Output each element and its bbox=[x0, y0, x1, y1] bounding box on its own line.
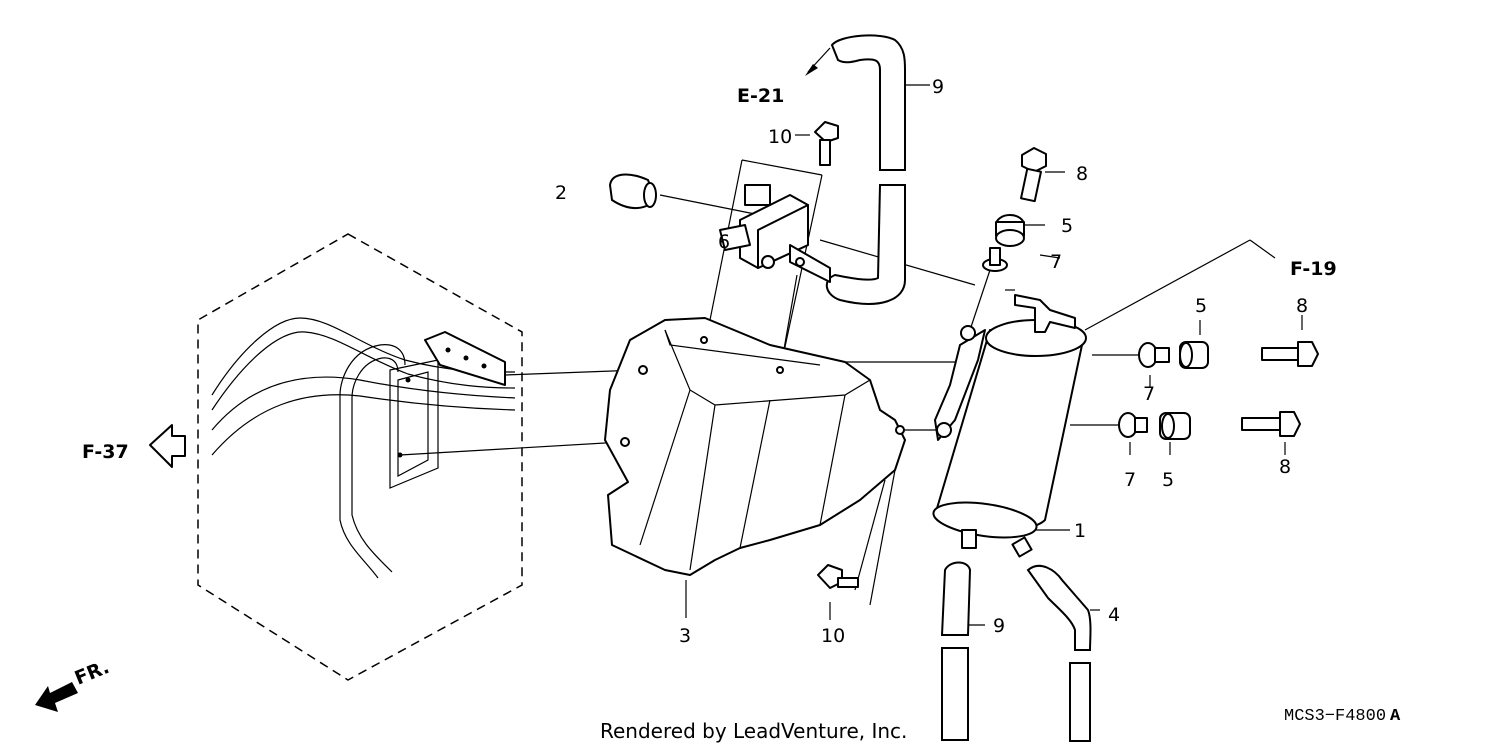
grommet-part-5-right-lower bbox=[1159, 412, 1191, 440]
callout-5-right-upper: 5 bbox=[1195, 295, 1207, 317]
callout-4: 4 bbox=[1108, 604, 1120, 626]
callout-3: 3 bbox=[679, 625, 691, 647]
callout-8-upper: 8 bbox=[1076, 163, 1088, 185]
bolt-part-10-lower bbox=[817, 564, 859, 589]
callout-1: 1 bbox=[1074, 520, 1086, 542]
front-direction-arrow-icon bbox=[35, 682, 78, 712]
callout-9-upper: 9 bbox=[932, 76, 944, 98]
collar-part-7-right-upper bbox=[1138, 342, 1170, 368]
ref-f19: F-19 bbox=[1290, 258, 1337, 280]
hose-lower-part-9 bbox=[940, 561, 972, 741]
hose-upper-part-9 bbox=[825, 34, 906, 305]
callout-9-lower: 9 bbox=[993, 615, 1005, 637]
collar-part-7-right-lower bbox=[1118, 412, 1148, 438]
hollow-arrow-icon bbox=[149, 424, 186, 468]
cover-part-3 bbox=[604, 317, 906, 576]
callout-8-right-upper: 8 bbox=[1296, 295, 1308, 317]
grommet-part-5-upper bbox=[995, 214, 1025, 247]
bolt-part-8-right-lower bbox=[1241, 411, 1301, 437]
front-label: FR. bbox=[72, 656, 113, 690]
callout-6: 6 bbox=[718, 231, 730, 253]
callout-10-lower: 10 bbox=[821, 625, 845, 647]
leader-lines bbox=[399, 47, 1303, 626]
callout-5-upper: 5 bbox=[1061, 215, 1073, 237]
frame-detail-view bbox=[197, 233, 523, 681]
callout-8-right-lower: 8 bbox=[1279, 456, 1291, 478]
hose-part-2 bbox=[608, 173, 657, 209]
canister-part-1 bbox=[932, 294, 1087, 558]
purge-valve-part-6 bbox=[719, 184, 831, 283]
ref-f37: F-37 bbox=[82, 441, 129, 463]
callout-5-right-lower: 5 bbox=[1162, 469, 1174, 491]
callout-7-upper: 7 bbox=[1050, 251, 1062, 273]
render-credit: Rendered by LeadVenture, Inc. bbox=[600, 719, 907, 743]
callout-7-right-lower: 7 bbox=[1124, 469, 1136, 491]
grommet-part-5-right-upper bbox=[1179, 341, 1209, 369]
bolt-part-8-right-upper bbox=[1261, 341, 1319, 367]
callout-10-upper: 10 bbox=[768, 126, 792, 148]
bolt-part-10-upper bbox=[814, 121, 839, 166]
collar-part-7-upper bbox=[982, 247, 1008, 272]
callout-2: 2 bbox=[555, 182, 567, 204]
ref-e21: E-21 bbox=[737, 85, 784, 107]
bolt-part-8-upper bbox=[1020, 147, 1047, 203]
hose-part-4 bbox=[1026, 564, 1092, 742]
callout-7-right-upper: 7 bbox=[1143, 383, 1155, 405]
